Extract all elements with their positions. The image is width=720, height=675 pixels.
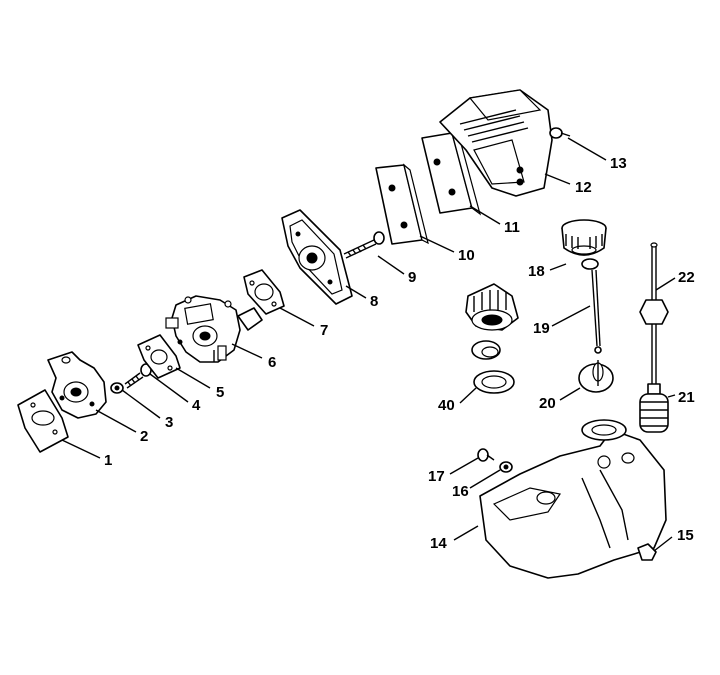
callout-20: 20 <box>539 395 556 412</box>
part-1-gasket <box>17 389 69 453</box>
callout-14: 14 <box>430 535 447 552</box>
part-3-washer <box>110 382 124 394</box>
part-21-pickup-filter <box>639 383 669 433</box>
callout-17: 17 <box>428 468 445 485</box>
callout-18: 18 <box>528 263 545 280</box>
callout-8: 8 <box>370 293 378 310</box>
callout-40: 40 <box>438 397 455 414</box>
leader-lines <box>61 137 676 552</box>
part-2-intake-flange <box>47 351 107 419</box>
part-6-carburetor <box>165 295 263 363</box>
part-22-fuel-hose <box>639 242 669 392</box>
part-19-vent-rod <box>591 269 602 354</box>
callout-15: 15 <box>677 527 694 544</box>
callout-labels: 1 2 3 4 5 6 7 8 9 10 11 12 13 14 15 16 1… <box>104 155 695 552</box>
part-15-plug <box>637 543 657 561</box>
callout-13: 13 <box>610 155 627 172</box>
callout-6: 6 <box>268 354 276 371</box>
part-12-filter-cover <box>439 89 553 197</box>
callout-7: 7 <box>320 322 328 339</box>
part-5-gasket <box>137 334 181 379</box>
part-16-washer <box>499 461 513 473</box>
callout-16: 16 <box>452 483 469 500</box>
callout-3: 3 <box>165 414 173 431</box>
part-14-fuel-tank <box>479 419 667 579</box>
part-9-bolt <box>343 231 385 259</box>
part-8-filter-base <box>281 209 353 305</box>
callout-5: 5 <box>216 384 224 401</box>
callout-21: 21 <box>678 389 695 406</box>
part-18-fuel-cap <box>561 219 607 270</box>
part-17-screw <box>477 448 495 462</box>
callout-10: 10 <box>458 247 475 264</box>
callout-4: 4 <box>192 397 201 414</box>
part-10-filter-plate <box>375 163 429 245</box>
callout-1: 1 <box>104 452 112 469</box>
part-4-screw <box>124 363 152 389</box>
part-7-gasket <box>243 269 285 315</box>
part-20-vent-valve <box>578 360 614 393</box>
callout-19: 19 <box>533 320 550 337</box>
callout-11: 11 <box>504 219 520 236</box>
callout-2: 2 <box>140 428 148 445</box>
callout-12: 12 <box>575 179 592 196</box>
callout-22: 22 <box>678 269 695 286</box>
part-13-screw <box>549 127 571 139</box>
part-40-fittings <box>465 283 519 394</box>
callout-9: 9 <box>408 269 416 286</box>
